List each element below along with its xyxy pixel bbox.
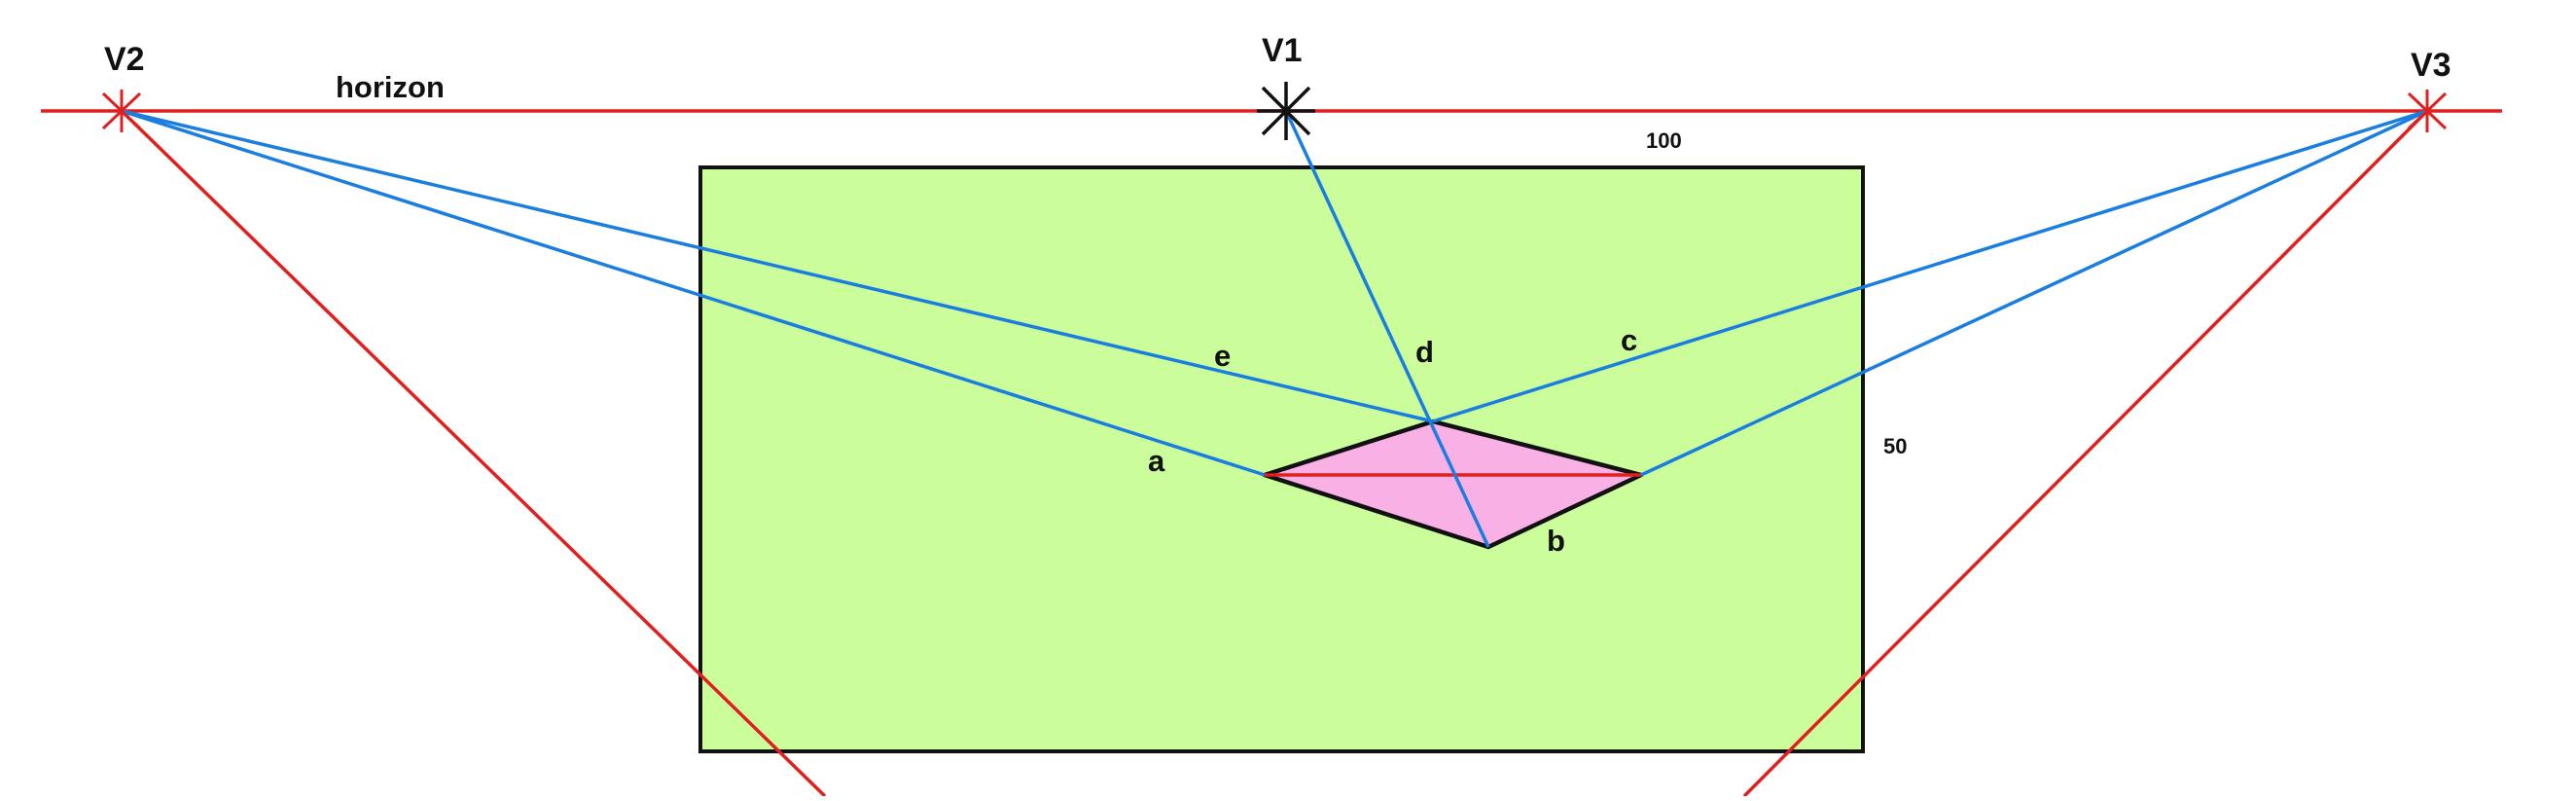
label-c: c — [1621, 323, 1637, 357]
label-v1: V1 — [1262, 32, 1303, 69]
picture-plane-rectangle — [698, 165, 1865, 753]
label-height-dimension: 50 — [1883, 434, 1907, 458]
label-b: b — [1547, 524, 1565, 558]
red-diagonal-from-v2 — [120, 109, 827, 798]
v2-marker-icon — [101, 90, 142, 132]
label-a: a — [1148, 444, 1165, 478]
v1-marker-icon — [1257, 82, 1315, 140]
line-a — [121, 109, 1266, 477]
line-d — [1284, 110, 1490, 548]
label-e: e — [1214, 339, 1231, 373]
label-v3: V3 — [2411, 47, 2451, 84]
label-horizon: horizon — [336, 70, 445, 104]
line-e — [121, 109, 1434, 423]
label-v2: V2 — [104, 41, 145, 78]
red-diagonal-from-v3 — [1742, 109, 2429, 798]
label-d: d — [1415, 335, 1434, 369]
v3-marker-icon — [2407, 90, 2448, 132]
label-width-dimension: 100 — [1646, 128, 1682, 153]
line-c-lower — [1640, 109, 2428, 477]
line-c — [1432, 109, 2428, 423]
